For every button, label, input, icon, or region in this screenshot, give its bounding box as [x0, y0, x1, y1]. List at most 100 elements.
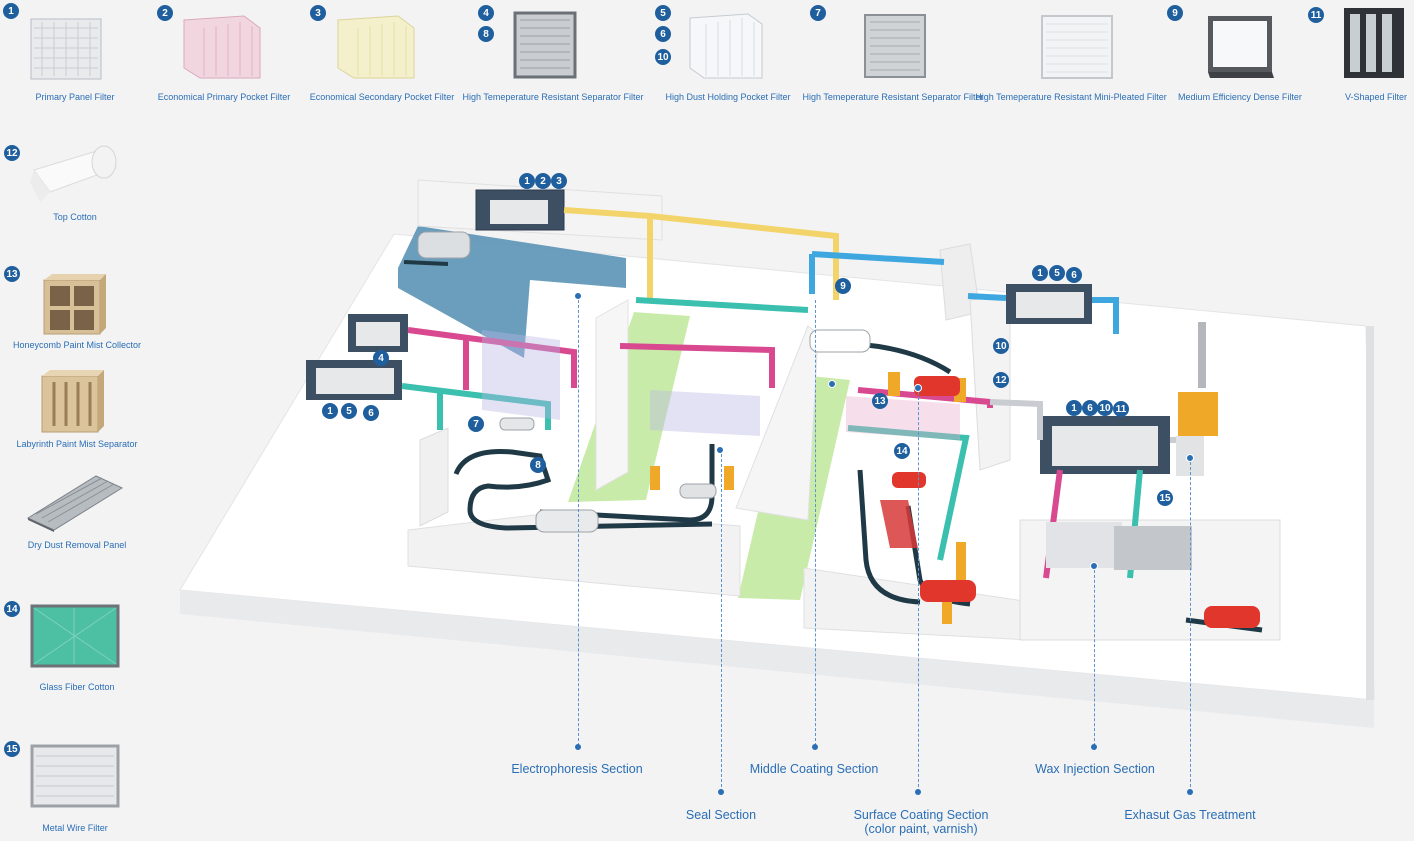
marker: 11 [1113, 401, 1129, 417]
filter-label: Labyrinth Paint Mist Separator [16, 439, 138, 449]
wall [595, 299, 629, 491]
badge: 4 [478, 5, 494, 21]
marker: 10 [993, 338, 1009, 354]
air-handling-unit [306, 360, 402, 400]
badge: 5 [655, 5, 671, 21]
section-dots [574, 292, 1194, 570]
floor-edge [180, 590, 1374, 728]
leader-line [1094, 570, 1095, 746]
conveyor-track [403, 260, 449, 266]
car-body [417, 231, 1260, 628]
cotton-roll-icon [30, 145, 117, 202]
leader-dot [915, 789, 921, 795]
glass-fiber-icon [30, 604, 120, 668]
badge: 11 [1308, 7, 1324, 23]
marker: 6 [1082, 400, 1098, 416]
filter-label: Honeycomb Paint Mist Collector [12, 340, 142, 350]
marker: 4 [373, 350, 389, 366]
water-tank [398, 226, 626, 358]
marker: 13 [872, 393, 888, 409]
robot-arm [650, 372, 966, 624]
air-handling-unit [1006, 284, 1092, 324]
filter-label: Metal Wire Filter [42, 823, 108, 833]
air-handling-unit [475, 189, 565, 231]
marker: 14 [894, 443, 910, 459]
section-label: Wax Injection Section [1035, 762, 1155, 776]
paint-booth-floor [880, 500, 918, 548]
filter-label: Medium Efficiency Dense Filter [1178, 92, 1302, 102]
leader-dot [812, 744, 818, 750]
filter-label: Top Cotton [53, 212, 97, 222]
filter-label: Glass Fiber Cotton [39, 682, 115, 692]
badge: 10 [655, 49, 671, 65]
section-label: Seal Section [685, 808, 757, 822]
badge: 9 [1167, 5, 1183, 21]
section-label: Surface Coating Section [853, 808, 989, 822]
marker: 8 [530, 457, 546, 473]
marker: 6 [363, 405, 379, 421]
badge: 14 [4, 601, 20, 617]
badge: 7 [810, 5, 826, 21]
leader-line [918, 392, 919, 792]
filter-label: Primary Panel Filter [35, 92, 115, 102]
leader-dot [575, 744, 581, 750]
marker: 1 [1066, 400, 1082, 416]
booth [650, 390, 760, 436]
badge: 6 [655, 26, 671, 42]
marker: 6 [1066, 267, 1082, 283]
v-shaped-filter-icon [1344, 8, 1404, 78]
leader-line [578, 300, 579, 746]
badge: 13 [4, 266, 20, 282]
wall [419, 427, 449, 527]
floor-edge-right [1366, 326, 1374, 700]
honeycomb-panel [1046, 522, 1122, 568]
badge: 1 [3, 3, 19, 19]
marker: 10 [1097, 400, 1113, 416]
panel-filter-icon [30, 18, 102, 80]
honeycomb-icon [43, 274, 106, 335]
marker: 5 [341, 403, 357, 419]
marker: 7 [468, 416, 484, 432]
pocket-filter-icon [183, 15, 261, 79]
section-label: Exhasut Gas Treatment [1124, 808, 1256, 822]
marker: 1 [322, 403, 338, 419]
filter-label: V-Shaped Filter [1344, 92, 1408, 102]
pocket-filter-icon [689, 13, 763, 79]
leader-dot [1187, 789, 1193, 795]
marker: 1 [1032, 265, 1048, 281]
section-label: Middle Coating Section [749, 762, 879, 776]
mini-pleated-filter-icon [1041, 15, 1113, 79]
conveyor-track [857, 469, 921, 605]
pocket-filter-icon [337, 15, 415, 79]
separator-filter-icon [513, 11, 577, 79]
duct-blue [809, 251, 1119, 334]
booth [482, 330, 560, 420]
duct-magenta [407, 327, 1063, 579]
duct-yellow [563, 207, 839, 300]
section-sublabel: (color paint, varnish) [864, 822, 978, 836]
wire-filter-icon [30, 744, 120, 808]
badge: 2 [157, 5, 173, 21]
dry-dust-panel-icon [26, 475, 124, 532]
filter-label: Economical Secondary Pocket Filter [309, 92, 455, 102]
marker: 15 [1157, 490, 1173, 506]
marker: 3 [551, 173, 567, 189]
badge: 15 [4, 741, 20, 757]
dense-filter-icon [1208, 16, 1274, 78]
wall [407, 511, 741, 597]
marker: 9 [835, 278, 851, 294]
air-handling-unit [1040, 416, 1170, 474]
section-label: Electrophoresis Section [511, 762, 643, 776]
honeycomb-panel [1114, 526, 1192, 570]
filter-label: Dry Dust Removal Panel [27, 540, 127, 550]
leader-line [815, 300, 816, 746]
filter-label: High Temeperature Resistant Separator Fi… [802, 92, 984, 102]
badge: 12 [4, 145, 20, 161]
badge: 3 [310, 5, 326, 21]
leader-line [1190, 462, 1191, 792]
air-handling-unit [348, 314, 408, 352]
filter-label: High Temeperature Resistant Separator Fi… [462, 92, 644, 102]
filter-label: High Temeperature Resistant Mini-Pleated… [975, 92, 1167, 102]
conveyor-track [453, 448, 713, 531]
separator-filter-icon [864, 14, 926, 78]
